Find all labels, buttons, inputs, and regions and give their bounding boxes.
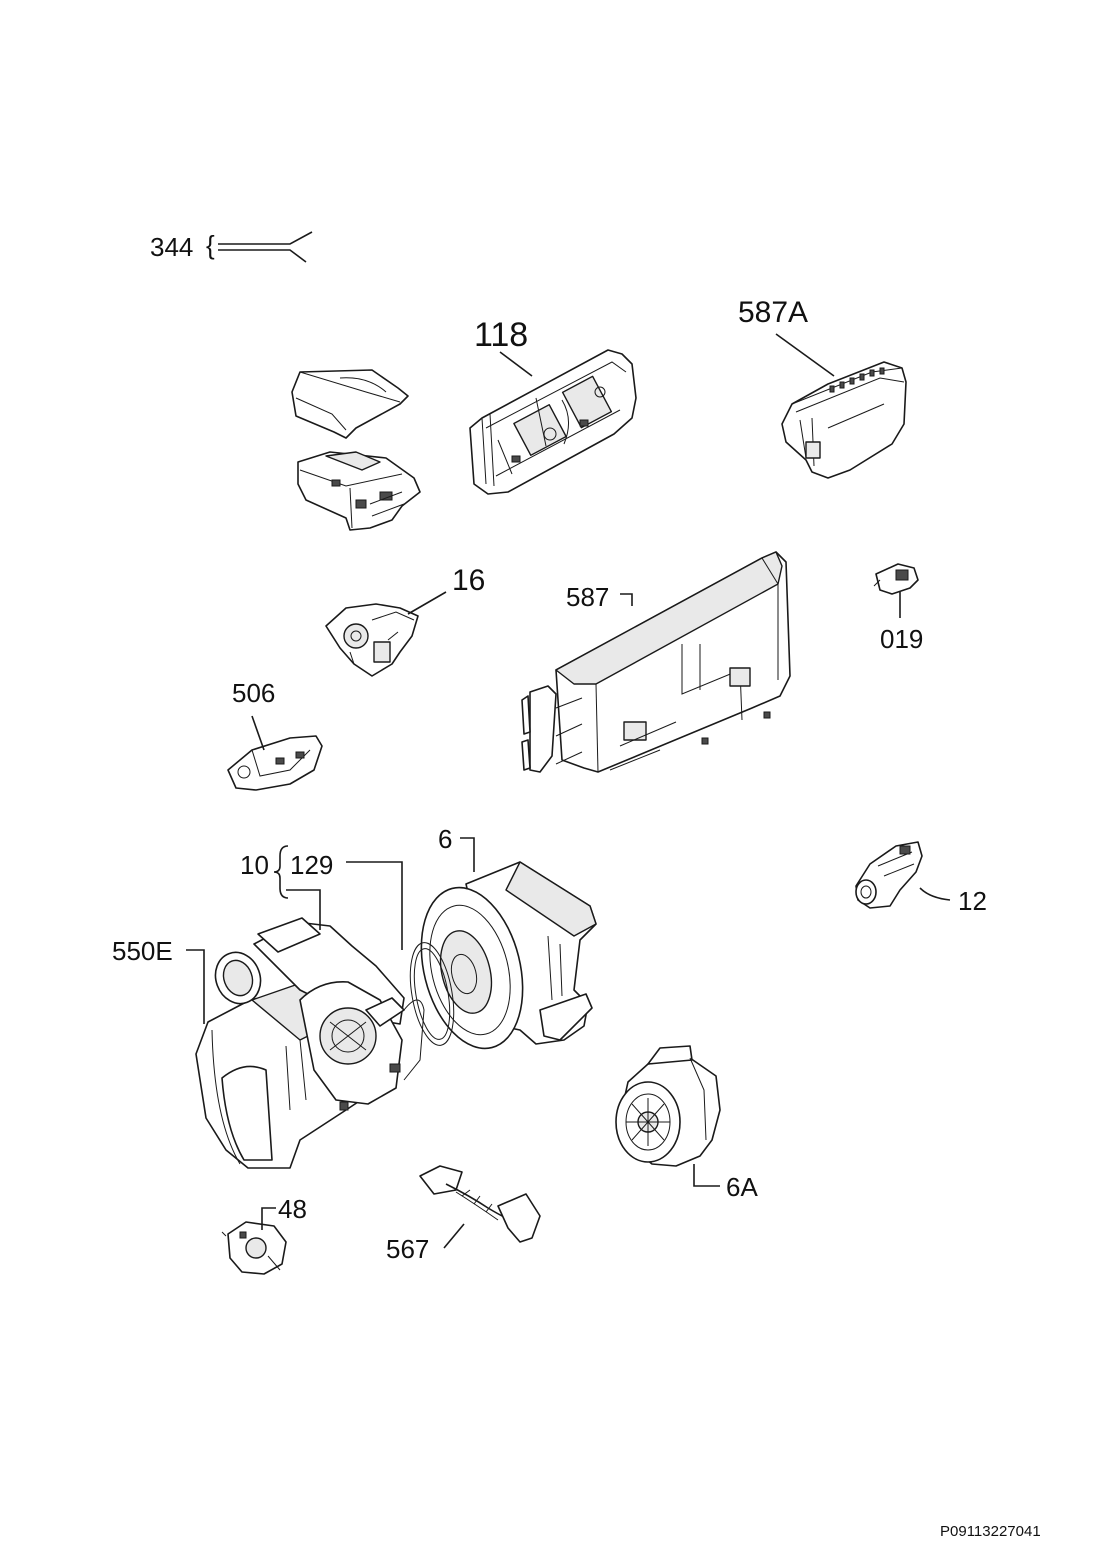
part-019-clip <box>873 563 919 595</box>
callout-48: 48 <box>278 1194 307 1224</box>
leader-6a <box>693 1164 720 1187</box>
part-48-sensor <box>221 1221 287 1275</box>
leader-506 <box>251 715 265 751</box>
brace-344: { <box>206 230 215 260</box>
leader-587 <box>620 593 633 606</box>
leader-129 <box>346 861 403 950</box>
callout-506: 506 <box>232 678 276 708</box>
leader-10-lower <box>286 889 321 930</box>
part-587-main-module <box>521 551 791 773</box>
callout-10: 10 <box>240 850 269 880</box>
leader-118 <box>499 351 533 377</box>
callout-6a: 6A <box>726 1172 758 1202</box>
callout-118: 118 <box>474 316 529 354</box>
part-118-control-panel <box>469 349 637 495</box>
callout-567: 567 <box>386 1234 430 1264</box>
leader-550e <box>186 949 205 1024</box>
callout-16: 16 <box>452 564 486 597</box>
callout-587: 587 <box>566 582 610 612</box>
part-6a-drain-pump <box>615 1045 721 1167</box>
leader-567 <box>443 1223 465 1249</box>
leader-16 <box>407 591 447 615</box>
part-567-harness <box>419 1165 541 1243</box>
leader-12 <box>919 887 951 901</box>
callout-550e: 550E <box>112 936 173 966</box>
bracket-10 <box>273 845 289 899</box>
leader-344 <box>218 231 313 263</box>
part-587a-module <box>781 361 907 479</box>
callout-129: 129 <box>290 850 334 880</box>
leader-6 <box>460 837 475 872</box>
part-550e-heater-housing <box>195 917 425 1169</box>
leader-48 <box>261 1207 276 1230</box>
callout-587a: 587A <box>738 296 809 329</box>
part-12-valve <box>855 841 923 909</box>
callout-019: 019 <box>880 624 924 654</box>
callout-6: 6 <box>438 824 453 854</box>
callout-344: 344 <box>150 232 194 262</box>
callout-12: 12 <box>958 886 987 916</box>
diagram-code: P09113227041 <box>940 1523 1041 1540</box>
leader-587a <box>775 333 835 377</box>
part-16-pressure-switch <box>325 603 419 677</box>
part-344-switch <box>297 451 421 531</box>
part-129-seal <box>409 942 455 1046</box>
part-344-cover <box>291 369 409 439</box>
part-6-pump-motor <box>420 861 597 1050</box>
part-506-sensor <box>227 735 323 791</box>
